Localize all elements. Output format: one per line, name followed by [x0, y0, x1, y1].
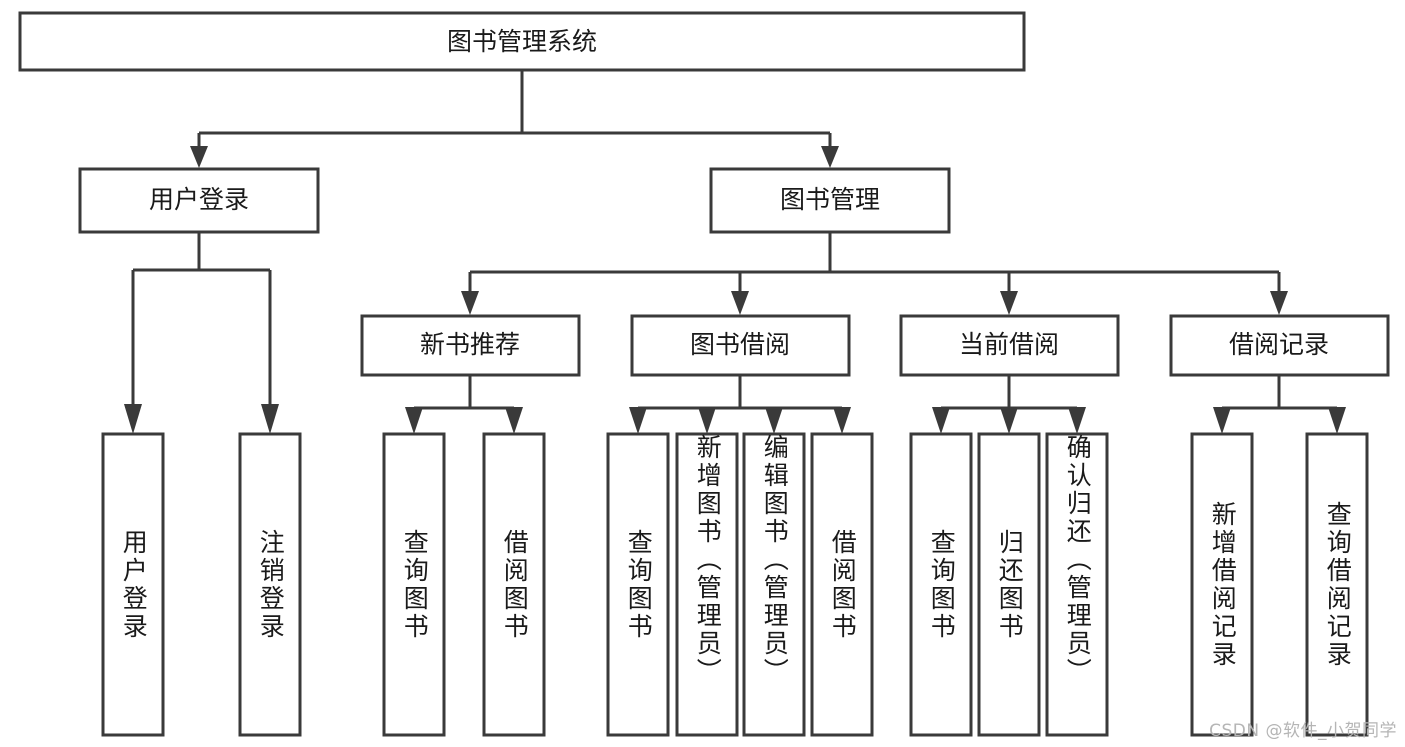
arrow-leaf-borrowrecord-2 — [1328, 407, 1346, 434]
node-user-login[interactable]: 用户登录 — [78, 167, 320, 234]
node-current-borrow-label: 当前借阅 — [959, 330, 1059, 359]
leaf-box-book-borrow-1[interactable] — [606, 432, 670, 737]
node-borrow-record-box[interactable] — [1169, 314, 1390, 377]
node-user-login-label: 用户登录 — [149, 185, 249, 214]
arrow-book-borrow — [731, 291, 749, 315]
node-book-borrow[interactable]: 图书借阅 — [630, 314, 851, 377]
arrow-book-manage — [821, 146, 839, 168]
arrow-leaf-bookborrow-1 — [629, 407, 647, 434]
leaf-box-book-borrow-2[interactable] — [675, 432, 739, 737]
node-root[interactable]: 图书管理系统 — [18, 11, 1026, 72]
arrow-new-book — [461, 291, 479, 315]
node-borrow-record-label: 借阅记录 — [1229, 330, 1329, 359]
arrow-leaf-newbook-1 — [405, 407, 423, 434]
leaf-box-user-login-2[interactable] — [238, 432, 302, 737]
arrow-leaf-currentborrow-2 — [1000, 407, 1018, 434]
arrow-leaf-bookborrow-2 — [698, 407, 716, 434]
leaf-box-current-borrow-3[interactable] — [1045, 432, 1109, 737]
leaf-box-user-login-1[interactable] — [101, 432, 165, 737]
node-book-manage[interactable]: 图书管理 — [709, 167, 951, 234]
node-new-book-recommend[interactable]: 新书推荐 — [360, 314, 581, 377]
leaf-box-new-book-1[interactable] — [382, 432, 446, 737]
node-book-manage-label: 图书管理 — [780, 185, 880, 214]
leaf-box-borrow-record-1[interactable] — [1190, 432, 1254, 737]
leaf-box-layer — [101, 432, 1369, 737]
node-book-manage-box[interactable] — [709, 167, 951, 234]
node-root-label: 图书管理系统 — [447, 27, 597, 56]
connector-layer — [124, 70, 1346, 434]
arrow-user-login — [190, 146, 208, 168]
arrow-borrow-record — [1270, 291, 1288, 315]
leaf-box-current-borrow-1[interactable] — [909, 432, 973, 737]
arrow-current-borrow — [1000, 291, 1018, 315]
node-book-borrow-label: 图书借阅 — [690, 330, 790, 359]
node-borrow-record[interactable]: 借阅记录 — [1169, 314, 1390, 377]
arrow-leaf-user-login-1 — [124, 404, 142, 434]
node-new-book-recommend-label: 新书推荐 — [420, 330, 520, 359]
arrow-leaf-currentborrow-1 — [932, 407, 950, 434]
leaf-box-borrow-record-2[interactable] — [1305, 432, 1369, 737]
node-current-borrow-box[interactable] — [899, 314, 1120, 377]
node-new-book-recommend-box[interactable] — [360, 314, 581, 377]
arrow-leaf-newbook-2 — [505, 407, 523, 434]
leaf-box-book-borrow-3[interactable] — [742, 432, 806, 737]
arrow-leaf-user-login-2 — [261, 404, 279, 434]
node-user-login-box[interactable] — [78, 167, 320, 234]
leaf-box-new-book-2[interactable] — [482, 432, 546, 737]
arrow-leaf-currentborrow-3 — [1068, 407, 1086, 434]
node-book-borrow-box[interactable] — [630, 314, 851, 377]
arrow-leaf-bookborrow-3 — [765, 407, 783, 434]
arrow-leaf-bookborrow-4 — [833, 407, 851, 434]
leaf-box-current-borrow-2[interactable] — [977, 432, 1041, 737]
arrow-leaf-borrowrecord-1 — [1213, 407, 1231, 434]
node-root-box[interactable] — [18, 11, 1026, 72]
node-current-borrow[interactable]: 当前借阅 — [899, 314, 1120, 377]
leaf-box-book-borrow-4[interactable] — [810, 432, 874, 737]
